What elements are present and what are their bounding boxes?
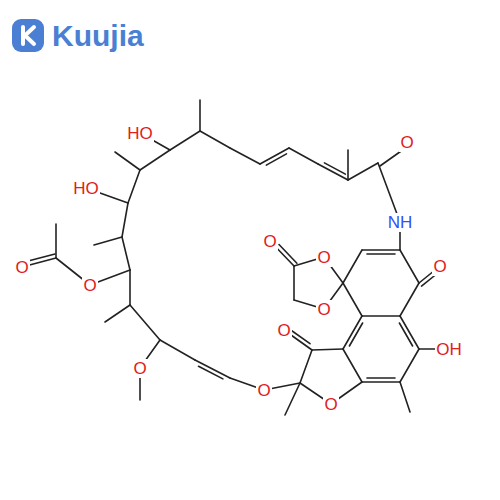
atom-label: O <box>14 258 29 277</box>
atom-label: O <box>323 395 338 414</box>
logo-icon <box>12 19 44 52</box>
atom-label: O <box>82 276 97 295</box>
atom-label: O <box>132 359 147 378</box>
atom-label: O <box>316 300 331 319</box>
atom-label: O <box>399 133 414 152</box>
watermark-text: Kuujia <box>52 21 144 51</box>
atom-label: NH <box>387 213 414 232</box>
atom-label: O <box>262 232 277 251</box>
atom-label: HO <box>126 124 154 143</box>
atom-label: O <box>276 321 291 340</box>
atom-label: O <box>256 381 271 400</box>
atom-label: HO <box>72 179 100 198</box>
atom-label: OH <box>435 340 463 359</box>
bond-lines <box>22 100 447 415</box>
atom-label: O <box>432 257 447 276</box>
atom-label: O <box>316 248 331 267</box>
